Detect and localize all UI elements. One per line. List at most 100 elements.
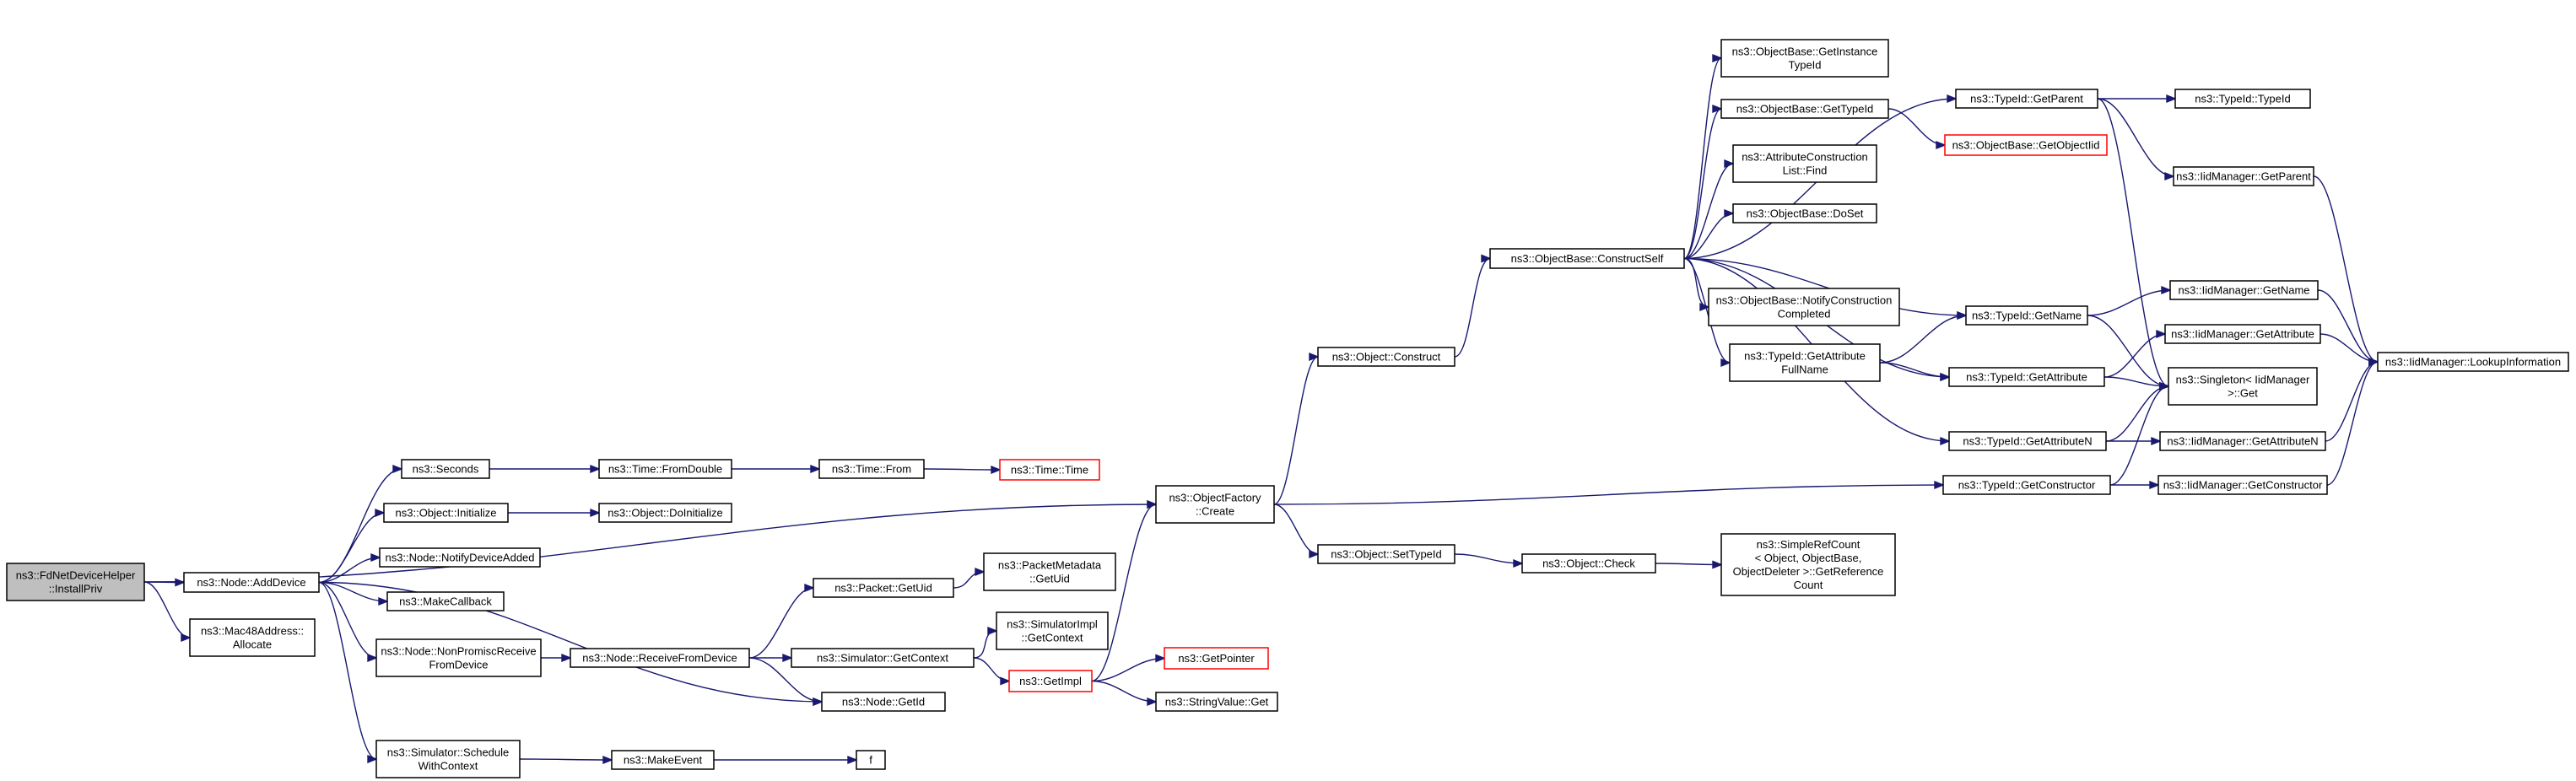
- edge-arrowhead: [1155, 654, 1166, 663]
- edge-n42-n43: [2103, 329, 2167, 378]
- function-node[interactable]: ns3::TypeId::GetAttributeN: [1948, 431, 2107, 451]
- function-node[interactable]: ns3::Node::ReceiveFromDevice: [570, 648, 750, 668]
- node-box: [821, 692, 946, 712]
- edge-n1-n9: [318, 552, 381, 584]
- node-label: ns3::IidManager::GetName: [2178, 284, 2309, 297]
- edge-arrowhead: [590, 508, 601, 518]
- edge-arrowhead: [392, 464, 403, 474]
- function-node[interactable]: ns3::ObjectBase::ConstructSelf: [1489, 248, 1685, 269]
- function-node[interactable]: f: [856, 750, 886, 770]
- edge-line: [1683, 163, 1734, 260]
- edge-line: [2109, 385, 2169, 486]
- edge-n29-n33: [1683, 159, 1735, 260]
- edge-n21-n22: [519, 755, 613, 765]
- node-label: WithContext: [419, 760, 478, 773]
- function-node[interactable]: ns3::Time::From: [818, 459, 925, 479]
- function-node[interactable]: ns3::Object::Initialize: [383, 503, 509, 523]
- function-node[interactable]: ns3::GetPointer: [1164, 647, 1269, 670]
- edge-n26-n27: [1454, 553, 1524, 568]
- function-node[interactable]: ns3::FdNetDeviceHelper::InstallPriv: [6, 563, 145, 601]
- function-node[interactable]: ns3::Node::GetId: [821, 692, 946, 712]
- node-label: ns3::Node::NotifyDeviceAdded: [385, 552, 534, 564]
- node-box: [2377, 352, 2569, 372]
- node-box: [1965, 305, 2088, 326]
- function-node[interactable]: ns3::IidManager::GetParent: [2173, 166, 2314, 186]
- function-node[interactable]: ns3::ObjectFactory::Create: [1155, 485, 1275, 524]
- function-node[interactable]: ns3::TypeId::GetAttribute: [1948, 367, 2105, 387]
- edge-arrowhead: [375, 508, 386, 518]
- node-box: [813, 578, 954, 598]
- function-node[interactable]: ns3::IidManager::GetAttributeN: [2159, 431, 2326, 451]
- edge-n0-n2: [143, 581, 192, 643]
- function-node[interactable]: ns3::Simulator::GetContext: [791, 648, 975, 668]
- node-label: ns3::Object::Construct: [1332, 351, 1441, 364]
- node-box: [1948, 367, 2105, 387]
- function-node[interactable]: ns3::Seconds: [401, 459, 490, 479]
- node-label: Completed: [1778, 308, 1831, 320]
- edge-n37-n44: [2097, 98, 2170, 391]
- function-node[interactable]: ns3::Object::SetTypeId: [1317, 544, 1455, 564]
- node-box: [1008, 670, 1093, 692]
- function-node[interactable]: ns3::ObjectBase::NotifyConstructionCompl…: [1708, 288, 1900, 326]
- function-node[interactable]: ns3::ObjectBase::GetTypeId: [1720, 99, 1889, 119]
- node-box: [1164, 647, 1269, 670]
- node-label: ns3::Simulator::Schedule: [387, 746, 510, 759]
- edge-n1-n7: [318, 508, 386, 584]
- edge-n47-n44: [2109, 381, 2170, 486]
- function-node[interactable]: ns3::Packet::GetUid: [813, 578, 954, 598]
- function-node[interactable]: ns3::TypeId::GetName: [1965, 305, 2088, 326]
- function-node[interactable]: ns3::TypeId::TypeId: [2174, 89, 2311, 109]
- edge-arrowhead: [2156, 329, 2167, 339]
- edge-n22-n23: [713, 755, 858, 765]
- function-node[interactable]: ns3::Object::Check: [1521, 553, 1656, 574]
- function-node[interactable]: ns3::TypeId::GetConstructor: [1942, 475, 2111, 495]
- node-label: ns3::Object::DoInitialize: [608, 507, 723, 520]
- node-box: [2164, 324, 2321, 344]
- function-node[interactable]: ns3::IidManager::LookupInformation: [2377, 352, 2569, 372]
- function-node[interactable]: ns3::ObjectBase::GetObjectIid: [1944, 134, 2108, 156]
- edge-line: [318, 512, 385, 584]
- edge-arrowhead: [367, 754, 378, 764]
- function-node[interactable]: ns3::MakeCallback: [386, 591, 505, 611]
- function-node[interactable]: ns3::Mac48Address::Allocate: [189, 618, 316, 657]
- node-label: ns3::MakeCallback: [399, 595, 492, 608]
- edge-line: [1273, 504, 1319, 555]
- edge-n13-n14: [953, 567, 986, 589]
- node-label: ns3::TypeId::GetConstructor: [1958, 479, 2096, 492]
- function-node[interactable]: ns3::Time::FromDouble: [598, 459, 732, 479]
- node-label: f: [869, 754, 872, 767]
- function-node[interactable]: ns3::Node::NotifyDeviceAdded: [379, 547, 541, 568]
- function-node[interactable]: ns3::IidManager::GetName: [2169, 280, 2319, 300]
- edge-line: [1091, 680, 1157, 703]
- node-box: [996, 611, 1109, 650]
- node-label: ns3::Time::FromDouble: [608, 463, 722, 476]
- function-node[interactable]: ns3::GetImpl: [1008, 670, 1093, 692]
- edge-n17-n19: [1091, 680, 1158, 707]
- function-node[interactable]: ns3::TypeId::GetParent: [1955, 89, 2098, 109]
- function-node[interactable]: ns3::PacketMetadata::GetUid: [983, 552, 1116, 591]
- function-node[interactable]: ns3::Node::AddDevice: [183, 572, 320, 593]
- function-node[interactable]: ns3::Object::Construct: [1317, 347, 1455, 367]
- node-label: Allocate: [233, 638, 272, 651]
- edge-arrowhead: [1957, 310, 1968, 320]
- edge-line: [2317, 289, 2379, 363]
- function-node[interactable]: ns3::SimulatorImpl::GetContext: [996, 611, 1109, 650]
- function-node[interactable]: ns3::SimpleRefCount< Object, ObjectBase,…: [1720, 533, 1896, 596]
- function-node[interactable]: ns3::IidManager::GetAttribute: [2164, 324, 2321, 344]
- function-node[interactable]: ns3::MakeEvent: [611, 750, 715, 770]
- function-node[interactable]: ns3::Singleton< IidManager>::Get: [2168, 367, 2318, 406]
- edge-arrowhead: [1699, 302, 1710, 312]
- function-node[interactable]: ns3::Time::Time: [999, 459, 1100, 481]
- node-label: ns3::ObjectBase::GetObjectIid: [1952, 139, 2100, 152]
- node-box: [189, 618, 316, 657]
- function-node[interactable]: ns3::IidManager::GetConstructor: [2157, 475, 2328, 495]
- function-node[interactable]: ns3::ObjectBase::DoSet: [1732, 203, 1877, 224]
- function-node[interactable]: ns3::StringValue::Get: [1155, 692, 1278, 712]
- function-node[interactable]: ns3::Object::DoInitialize: [598, 503, 732, 523]
- node-box: [2173, 166, 2314, 186]
